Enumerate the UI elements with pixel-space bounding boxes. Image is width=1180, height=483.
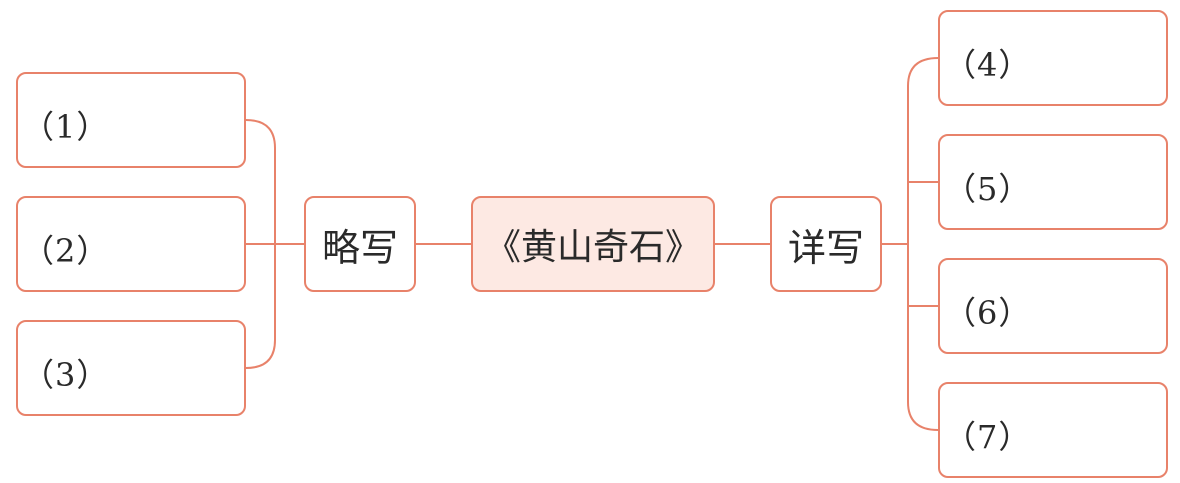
detailed-node-label: 详写 bbox=[787, 225, 864, 270]
blank-label-7: （7） bbox=[944, 418, 1032, 456]
blank-box-4: （4） bbox=[938, 10, 1168, 106]
connector-right-4 bbox=[907, 57, 939, 244]
blank-label-1: （1） bbox=[22, 108, 110, 146]
blank-box-2: （2） bbox=[16, 196, 246, 292]
detailed-node: 详写 bbox=[770, 196, 882, 292]
title-node-label: 《黄山奇石》 bbox=[484, 227, 701, 268]
blank-label-6: （6） bbox=[944, 294, 1032, 332]
connector-right-7 bbox=[907, 244, 939, 431]
blank-label-4: （4） bbox=[944, 46, 1032, 84]
blank-label-3: （3） bbox=[22, 356, 110, 394]
brief-node-label: 略写 bbox=[321, 225, 398, 270]
blank-box-6: （6） bbox=[938, 258, 1168, 354]
blank-box-3: （3） bbox=[16, 320, 246, 416]
blank-label-2: （2） bbox=[22, 232, 110, 270]
connector-left-3 bbox=[245, 244, 276, 369]
blank-box-1: （1） bbox=[16, 72, 246, 168]
title-node: 《黄山奇石》 bbox=[471, 196, 715, 292]
blank-box-5: （5） bbox=[938, 134, 1168, 230]
blank-label-5: （5） bbox=[944, 170, 1032, 208]
connector-left-1 bbox=[245, 119, 276, 244]
brief-node: 略写 bbox=[304, 196, 416, 292]
blank-box-7: （7） bbox=[938, 382, 1168, 478]
